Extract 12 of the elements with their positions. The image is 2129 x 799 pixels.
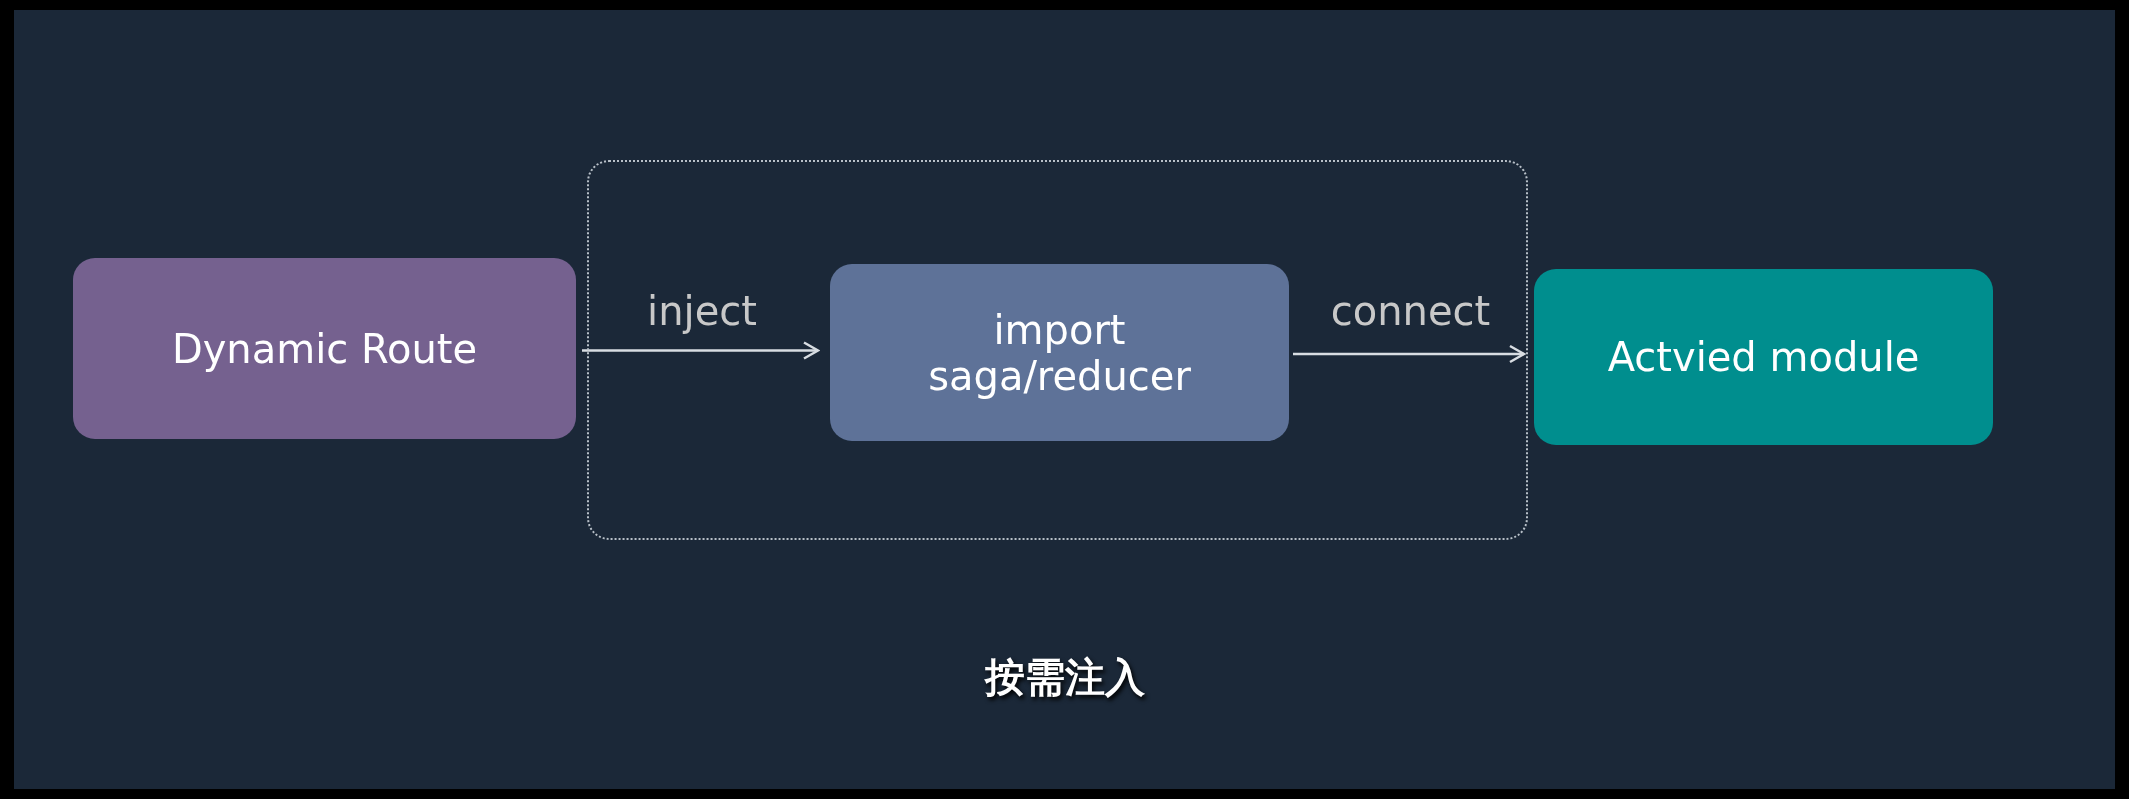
group-box: [587, 160, 1528, 540]
arrow: [1293, 344, 1526, 364]
process-box: [73, 258, 576, 439]
process-box: [830, 264, 1289, 441]
arrow: [582, 341, 820, 360]
node-label: import saga/reducer: [927, 306, 1192, 399]
edge-label: inject: [647, 288, 757, 334]
node-label: Actvied module: [1606, 334, 1921, 380]
node-label: Dynamic Route: [170, 325, 479, 372]
process-box: [1534, 269, 1993, 445]
edge-label: connect: [1330, 288, 1491, 334]
caption: 按需注入: [984, 653, 1145, 702]
